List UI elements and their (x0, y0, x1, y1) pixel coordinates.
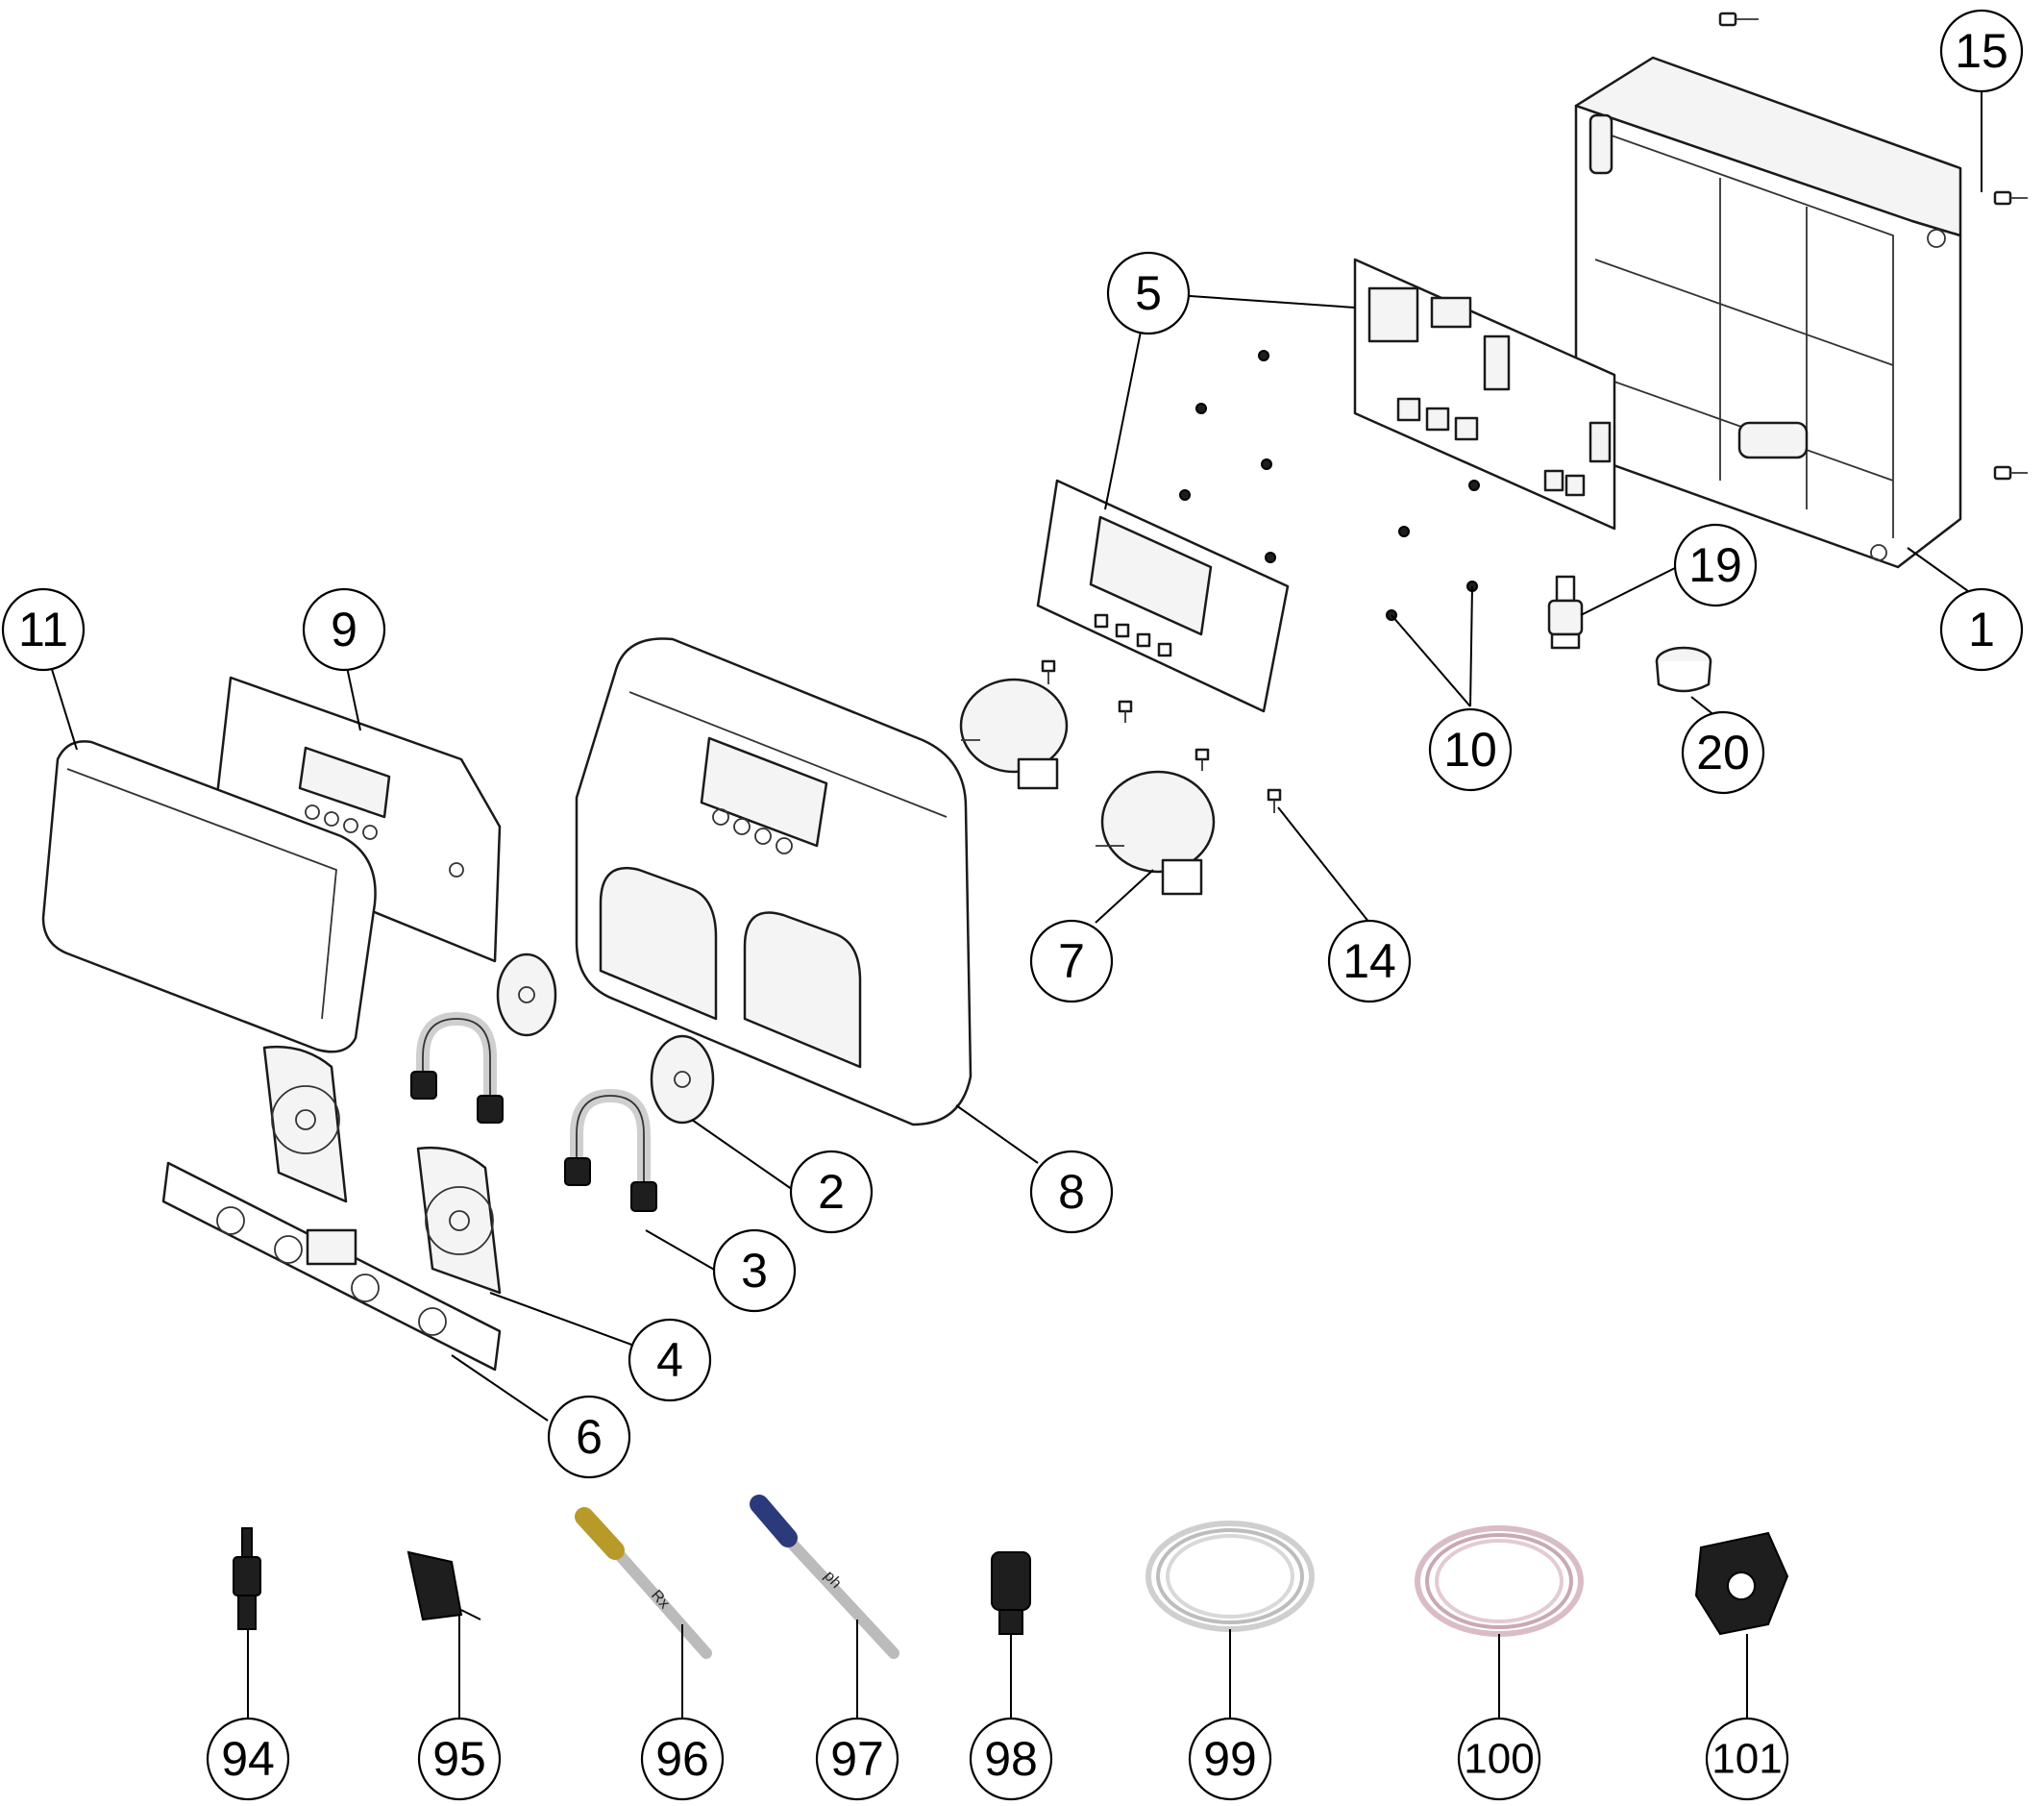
leader-2 (691, 1119, 797, 1193)
callout-label-10: 10 (1443, 723, 1497, 777)
callout-label-8: 8 (1058, 1165, 1085, 1219)
leader-1 (1907, 547, 1976, 597)
callout-label-1: 1 (1968, 603, 1995, 656)
part-pump-head-upper (262, 1046, 348, 1203)
part-squeeze-tube-upper (410, 1011, 504, 1124)
callout-label-20: 20 (1696, 726, 1750, 779)
part-bottom-bracket (161, 1161, 502, 1372)
callout-94: 94 (206, 1717, 290, 1801)
callout-label-100: 100 (1464, 1736, 1534, 1783)
leader-10a (1391, 614, 1471, 707)
callout-97: 97 (815, 1717, 899, 1801)
leader-10b (1469, 585, 1473, 707)
callout-label-19: 19 (1688, 538, 1742, 592)
leader-19 (1580, 566, 1678, 616)
callout-4: 4 (628, 1318, 712, 1402)
part-pump-rotor-lower (650, 1034, 715, 1125)
callout-99: 99 (1188, 1717, 1272, 1801)
callout-label-15: 15 (1955, 24, 2008, 78)
callout-label-101: 101 (1712, 1736, 1782, 1783)
part-pipe-clamp-101 (1694, 1531, 1789, 1636)
callout-label-96: 96 (655, 1732, 709, 1786)
callout-label-4: 4 (656, 1333, 683, 1387)
callout-label-14: 14 (1342, 934, 1396, 988)
callout-6: 6 (547, 1395, 631, 1479)
callout-96: 96 (640, 1717, 725, 1801)
part-front-overlay (209, 676, 502, 963)
part-circuit-board (1353, 258, 1616, 531)
probe-rx-cap (575, 1507, 625, 1560)
part-screws-14 (1041, 659, 1282, 813)
probe-ph-cap (750, 1495, 798, 1547)
part-cable-gland (1547, 575, 1584, 650)
callout-9: 9 (302, 587, 386, 672)
part-tube-coil-pink (1415, 1525, 1584, 1637)
callout-label-94: 94 (221, 1732, 275, 1786)
part-pump-rotor-upper (496, 952, 557, 1037)
part-front-cover (41, 740, 377, 1053)
callout-8: 8 (1029, 1150, 1114, 1234)
callout-label-5: 5 (1135, 266, 1162, 320)
callout-label-2: 2 (818, 1165, 845, 1219)
callout-5: 5 (1106, 251, 1191, 335)
leader-6 (451, 1354, 549, 1422)
callout-3: 3 (712, 1228, 797, 1313)
part-front-housing (575, 637, 973, 1126)
leader-7 (1095, 869, 1154, 924)
part-pump-motor-lower (1096, 770, 1216, 896)
part-valve-98 (991, 1551, 1031, 1635)
callout-1: 1 (1939, 587, 2024, 672)
callout-label-7: 7 (1058, 934, 1085, 988)
callout-label-6: 6 (576, 1410, 603, 1464)
callout-101: 101 (1705, 1717, 1789, 1801)
callout-label-3: 3 (741, 1244, 768, 1298)
part-pump-motor-upper (959, 678, 1069, 790)
part-screws-10 (1179, 350, 1480, 621)
callout-7: 7 (1029, 919, 1114, 1003)
leader-lines (49, 87, 1982, 1730)
callout-10: 10 (1428, 707, 1513, 792)
part-rear-enclosure (1574, 56, 1962, 569)
part-injector-94 (233, 1527, 261, 1630)
callout-19: 19 (1673, 523, 1758, 607)
callout-95: 95 (417, 1717, 502, 1801)
part-screws-15 (1718, 12, 2028, 481)
leader-3 (645, 1229, 717, 1272)
callout-label-99: 99 (1203, 1732, 1257, 1786)
callout-20: 20 (1681, 710, 1765, 795)
leader-11 (49, 662, 78, 751)
part-pump-head-lower (416, 1147, 502, 1295)
part-squeeze-tube-lower (564, 1088, 657, 1212)
callout-label-95: 95 (432, 1732, 486, 1786)
callout-100: 100 (1457, 1717, 1541, 1801)
leader-4 (489, 1292, 635, 1347)
callout-label-11: 11 (18, 603, 68, 656)
leader-14 (1277, 806, 1370, 924)
callout-label-98: 98 (984, 1732, 1038, 1786)
part-tube-coil-white (1145, 1521, 1315, 1632)
part-probe-ph: ph (750, 1495, 899, 1659)
callout-14: 14 (1327, 919, 1412, 1003)
callout-11: 11 (1, 587, 86, 672)
part-cap-20 (1655, 646, 1712, 693)
leader-8 (955, 1104, 1039, 1164)
part-probe-rx: Rx (575, 1507, 712, 1659)
callout-98: 98 (969, 1717, 1053, 1801)
callout-label-97: 97 (830, 1732, 884, 1786)
callout-15: 15 (1939, 9, 2024, 93)
part-valve-95 (406, 1550, 481, 1621)
part-display-board (1036, 479, 1290, 713)
callout-label-9: 9 (331, 603, 357, 656)
callout-2: 2 (789, 1150, 874, 1234)
